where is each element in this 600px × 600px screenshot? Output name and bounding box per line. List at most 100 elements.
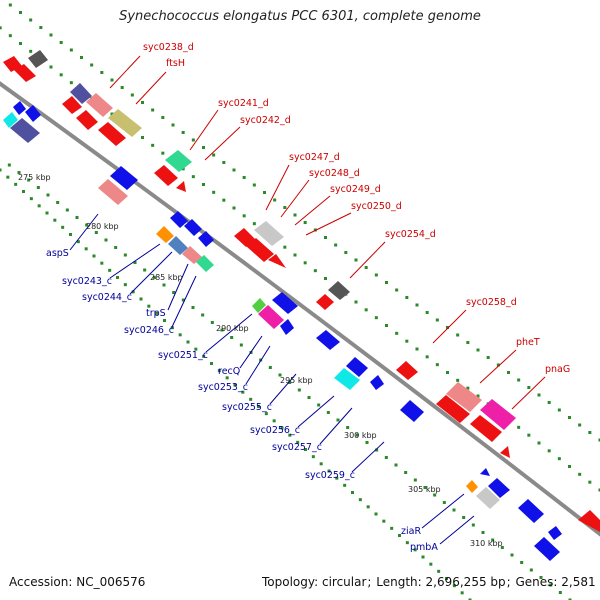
gene-feature-red[interactable]: [76, 110, 98, 130]
gene-feature-blue[interactable]: [184, 219, 202, 236]
gene-feature-blue[interactable]: [110, 166, 138, 190]
gene-feature-red[interactable]: [3, 56, 22, 72]
forward-gene-label[interactable]: syc0249_d: [330, 184, 381, 195]
track-dot: [29, 49, 33, 53]
reverse-gene-label[interactable]: syc0259_c: [305, 470, 355, 481]
gene-feature-blue[interactable]: [280, 319, 294, 335]
reverse-gene-label[interactable]: syc0244_c: [82, 292, 132, 303]
gene-feature-red[interactable]: [246, 238, 274, 262]
track-dot: [181, 167, 185, 171]
gene-feature-red[interactable]: [14, 64, 36, 82]
track-dot: [435, 363, 439, 367]
reverse-gene-label[interactable]: syc0255_c: [222, 402, 272, 413]
gene-feature-orange[interactable]: [466, 480, 478, 493]
gene-feature-orange[interactable]: [156, 226, 174, 243]
gene-feature-lime[interactable]: [252, 298, 266, 313]
gene-feature-blue[interactable]: [272, 292, 298, 314]
gene-feature-red[interactable]: [396, 361, 418, 380]
leader-line: [189, 109, 219, 151]
forward-gene-label[interactable]: pnaG: [545, 364, 570, 375]
gene-feature-red[interactable]: [98, 122, 126, 146]
gene-feature-steelblue[interactable]: [168, 236, 188, 255]
gene-feature-blue[interactable]: [170, 211, 188, 228]
gene-feature-blue[interactable]: [346, 357, 368, 377]
reverse-gene-label[interactable]: syc0257_c: [272, 442, 322, 453]
gene-feature-red[interactable]: [470, 415, 502, 442]
scale-tick-label: 285 kbp: [150, 273, 183, 282]
gene-feature-cyan[interactable]: [3, 112, 18, 128]
track-dot: [527, 386, 531, 389]
gene-feature-gray[interactable]: [328, 281, 350, 300]
gene-feature-olive[interactable]: [108, 109, 142, 137]
gene-feature-teal[interactable]: [165, 150, 192, 172]
reverse-gene-label[interactable]: aspS: [46, 248, 69, 259]
gene-feature-lightgray[interactable]: [476, 487, 500, 509]
reverse-gene-label[interactable]: syc0243_c: [62, 276, 112, 287]
track-dot: [233, 383, 237, 387]
gene-feature-blue[interactable]: [548, 526, 562, 540]
track-dot: [446, 326, 449, 329]
forward-gene-label[interactable]: pheT: [516, 337, 540, 348]
track-dot: [496, 363, 500, 367]
forward-gene-label[interactable]: syc0242_d: [240, 115, 291, 126]
separator: ;: [367, 575, 376, 589]
gene-feature-red[interactable]: [268, 254, 286, 268]
gene-feature-red[interactable]: [316, 294, 334, 310]
reverse-gene-label[interactable]: ziaR: [401, 526, 421, 537]
gene-feature-blue[interactable]: [316, 330, 340, 350]
gene-feature-red[interactable]: [62, 96, 82, 114]
gene-feature-red[interactable]: [578, 510, 600, 532]
gene-feature-blue[interactable]: [488, 478, 510, 498]
gene-feature-slate[interactable]: [10, 118, 40, 143]
track-dot: [152, 276, 156, 279]
track-dot: [442, 501, 446, 504]
gene-feature-blue[interactable]: [400, 400, 424, 422]
track-dot: [191, 175, 195, 179]
track-dot: [452, 508, 456, 512]
gene-feature-magenta[interactable]: [480, 399, 516, 430]
gene-feature-blue[interactable]: [370, 375, 384, 390]
gene-feature-pink[interactable]: [446, 382, 482, 412]
gene-feature-pink[interactable]: [182, 246, 202, 264]
reverse-gene-label[interactable]: syc0256_c: [250, 425, 300, 436]
forward-gene-label[interactable]: syc0248_d: [309, 168, 360, 179]
leader-line: [351, 441, 385, 473]
reverse-gene-label[interactable]: syc0251_c: [158, 350, 208, 361]
forward-gene-label[interactable]: syc0254_d: [385, 229, 436, 240]
gene-feature-pink[interactable]: [98, 179, 128, 205]
forward-gene-label[interactable]: syc0258_d: [466, 297, 517, 308]
gene-feature-blue[interactable]: [518, 499, 544, 523]
gene-feature-blue[interactable]: [13, 101, 26, 115]
gene-feature-blue[interactable]: [480, 468, 490, 476]
track-dot: [19, 42, 22, 45]
forward-gene-label[interactable]: syc0247_d: [289, 152, 340, 163]
forward-gene-label[interactable]: syc0250_d: [351, 201, 402, 212]
track-dot: [202, 183, 205, 186]
gene-feature-red[interactable]: [500, 446, 510, 458]
forward-gene-label[interactable]: syc0238_d: [143, 42, 194, 53]
reverse-gene-label[interactable]: recQ: [218, 366, 240, 377]
gene-feature-magenta[interactable]: [258, 305, 284, 329]
reverse-gene-label[interactable]: syc0253_c: [198, 382, 248, 393]
accession-text: Accession: NC_006576: [9, 575, 146, 589]
gene-feature-red[interactable]: [234, 228, 256, 247]
reverse-gene-label[interactable]: trpS: [146, 308, 166, 319]
gene-feature-red[interactable]: [176, 181, 186, 192]
gene-feature-blue[interactable]: [198, 231, 214, 247]
reverse-gene-label[interactable]: pmbA: [410, 542, 438, 553]
gene-feature-gray[interactable]: [28, 50, 48, 68]
gene-feature-red[interactable]: [436, 395, 470, 423]
forward-gene-label[interactable]: syc0241_d: [218, 98, 269, 109]
track-dot: [327, 469, 331, 473]
gene-feature-blue[interactable]: [25, 105, 41, 122]
gene-feature-pink[interactable]: [86, 93, 113, 117]
reverse-gene-label[interactable]: syc0246_c: [124, 325, 174, 336]
gene-feature-blue[interactable]: [534, 537, 560, 561]
gene-feature-cyan[interactable]: [334, 368, 360, 390]
gene-feature-teal[interactable]: [196, 255, 214, 272]
forward-gene-label[interactable]: ftsH: [166, 58, 185, 69]
gene-feature-slate[interactable]: [70, 83, 92, 104]
gene-feature-red[interactable]: [154, 165, 178, 186]
gene-feature-lightgray[interactable]: [254, 221, 284, 246]
track-dot: [423, 486, 427, 489]
